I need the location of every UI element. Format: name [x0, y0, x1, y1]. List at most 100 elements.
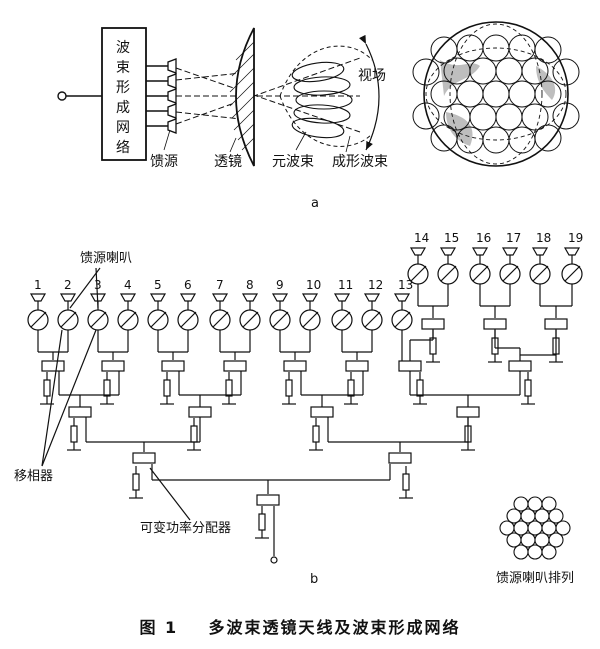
load-resistor — [285, 379, 293, 397]
phase-shifter-arrow — [120, 311, 137, 328]
phase-shifter-arrow — [60, 311, 77, 328]
spot-beam — [534, 80, 562, 108]
horn-number-label: 17 — [506, 231, 521, 245]
power-divider — [388, 452, 412, 464]
horn-number-label: 9 — [276, 278, 284, 292]
load-resistor — [163, 379, 171, 397]
leader-line — [41, 329, 63, 467]
network-char: 网 — [116, 120, 130, 136]
feed-horn-icon — [59, 293, 77, 302]
power-divider — [161, 360, 185, 372]
phase-shifter-arrow — [472, 265, 489, 282]
spot-beam — [508, 80, 536, 108]
feed-lines — [146, 65, 168, 127]
power-divider — [283, 360, 307, 372]
load-resistor — [103, 379, 111, 397]
power-divider — [421, 318, 445, 330]
load-resistor — [347, 379, 355, 397]
load-resistor — [312, 425, 320, 443]
feed-horn-icon — [149, 293, 167, 302]
leader-line — [149, 467, 191, 521]
feed-horn-icon — [563, 247, 581, 256]
power-divider — [41, 360, 65, 372]
panel-b-text: 馈源喇叭 移相器 可变功率分配器 馈源喇叭排列 b — [14, 251, 574, 587]
panel-b — [27, 247, 583, 564]
load-resistor — [258, 513, 266, 531]
feed-horn-icon — [89, 293, 107, 302]
load-resistor — [225, 379, 233, 397]
panel-a-label: a — [311, 196, 319, 211]
power-divider — [456, 406, 480, 418]
feed-horn-label: 馈源喇叭 — [80, 251, 132, 266]
network-char: 络 — [116, 140, 130, 156]
beam-forming-network-box — [101, 27, 147, 161]
horn-number-label: 8 — [246, 278, 254, 292]
fov-label: 视场 — [358, 68, 386, 84]
horn-number-label: 2 — [64, 278, 72, 292]
network-char: 束 — [116, 60, 130, 76]
panel-a-text: 波 束 形 成 网 络 馈源 透镜 元波束 成形波束 视场 a — [116, 40, 388, 211]
phase-shifter-arrow — [440, 265, 457, 282]
feed-horn-icon — [119, 293, 137, 302]
figure-number: 图 1 — [139, 618, 179, 637]
feed-horn-icon — [439, 247, 457, 256]
leader-line — [69, 267, 101, 309]
power-divider — [132, 452, 156, 464]
spot-beam — [508, 126, 536, 154]
horn-number-label: 14 — [414, 231, 429, 245]
feed-label: 馈源 — [150, 154, 178, 170]
figure-title: 多波束透镜天线及波束形成网络 — [208, 618, 461, 637]
phase-shifter-arrow — [564, 265, 581, 282]
panel-b-label: b — [310, 572, 318, 587]
coverage-globe — [412, 21, 580, 167]
leader-line — [95, 267, 99, 309]
feed-rays — [175, 57, 361, 133]
horn-number-label: 13 — [398, 278, 413, 292]
power-divider — [508, 360, 532, 372]
load-resistor — [132, 473, 140, 491]
load-resistor — [70, 425, 78, 443]
feed-horn-icon — [333, 293, 351, 302]
feed-horn-icon — [393, 293, 411, 302]
lens-label: 透镜 — [214, 154, 242, 170]
feed-horn-icon — [211, 293, 229, 302]
horn-number-label: 19 — [568, 231, 583, 245]
lens — [235, 27, 255, 167]
feed-horn-icon — [29, 293, 47, 302]
figure-caption: 图 1 多波束透镜天线及波束形成网络 — [0, 614, 600, 638]
phase-shifter-arrow — [364, 311, 381, 328]
input-terminal — [57, 91, 67, 101]
phase-shifter-label: 移相器 — [14, 469, 53, 484]
leader-line — [41, 329, 97, 467]
horn-number-label: 16 — [476, 231, 491, 245]
phase-shifter-arrow — [502, 265, 519, 282]
load-resistor — [190, 425, 198, 443]
feed-horns — [167, 58, 177, 134]
spot-beam — [456, 80, 484, 108]
feed-horn-icon — [179, 293, 197, 302]
power-divider — [68, 406, 92, 418]
phase-shifter-arrow — [302, 311, 319, 328]
spot-beam — [495, 103, 523, 131]
power-divider — [345, 360, 369, 372]
power-divider — [310, 406, 334, 418]
field-of-view-arc — [359, 34, 380, 151]
feed-horn-icon — [363, 293, 381, 302]
horn-number-label: 10 — [306, 278, 321, 292]
power-divider — [256, 494, 280, 506]
horn-number-label: 5 — [154, 278, 162, 292]
phase-shifter-arrow — [334, 311, 351, 328]
spot-beam — [495, 57, 523, 85]
feed-horn-icon — [241, 293, 259, 302]
feed-horn-icon — [501, 247, 519, 256]
network-char: 形 — [116, 80, 130, 96]
horn-number-label: 11 — [338, 278, 353, 292]
horn-number-label: 7 — [216, 278, 224, 292]
phase-shifter-arrow — [90, 311, 107, 328]
divider-label: 可变功率分配器 — [140, 520, 231, 536]
horn-number-label: 3 — [94, 278, 102, 292]
feed-horn-icon — [471, 247, 489, 256]
feed-horn-arrangement — [499, 496, 571, 560]
output-terminal — [270, 556, 278, 564]
